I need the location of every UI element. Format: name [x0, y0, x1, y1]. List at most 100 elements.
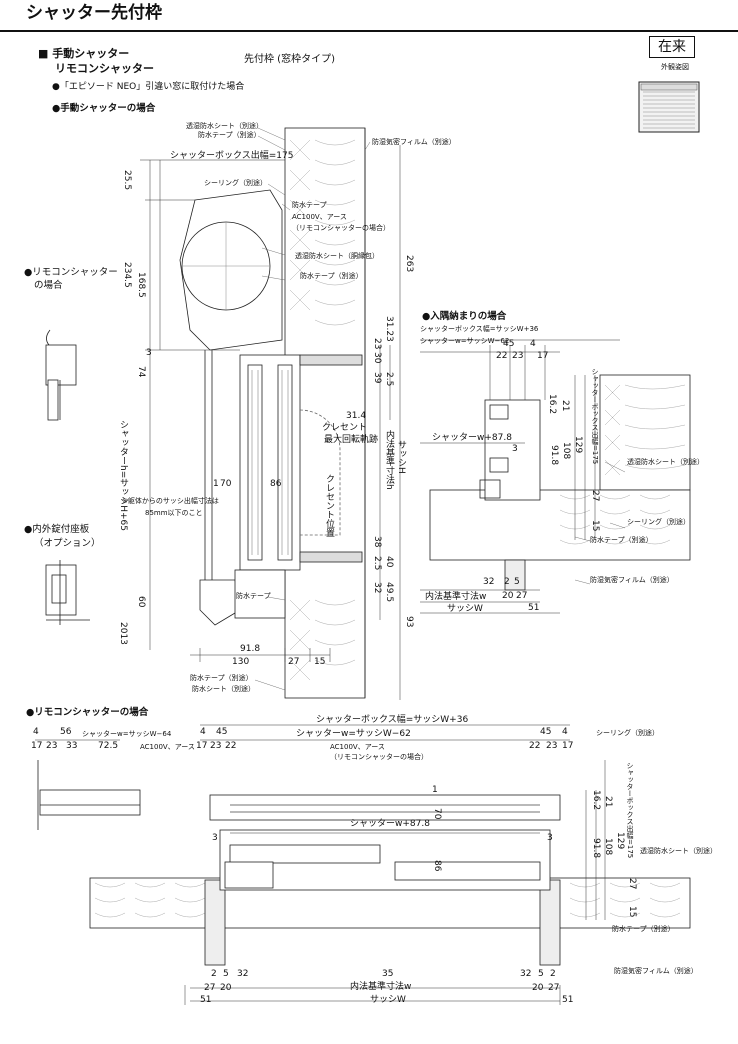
lbl-inner-w: 内法基準寸法w [425, 592, 487, 602]
dim-p20b: 20 [532, 983, 544, 993]
clearance-note2: 85mm以下のこと [145, 509, 203, 517]
lbl-vapor-sheet: 透湿防水シート（別途） [186, 122, 263, 130]
lbl-sealing3: シーリング（別途） [596, 729, 659, 737]
remote-side-note2: の場合 [34, 280, 63, 291]
dim-h86: 86 [270, 479, 282, 489]
dim-c175: シャッターボックス出幅=175 [591, 368, 599, 465]
section-view [140, 127, 401, 700]
dim-h91-8: 91.8 [240, 644, 261, 654]
dim-p2: 2 [211, 969, 217, 979]
dim-p32b: 32 [520, 969, 532, 979]
lbl-sash-w: サッシW [447, 604, 483, 614]
lbl-sealing2: シーリング（別途） [627, 518, 690, 526]
lbl-sealing: シーリング（別途） [204, 179, 267, 187]
dim-p51: 51 [200, 995, 212, 1005]
frame-type: 先付枠 (窓枠タイプ) [244, 54, 335, 65]
dim-60: 60 [136, 596, 146, 608]
dim-c15: 15 [590, 520, 600, 532]
lbl-wp-tape6: 防水テープ（別途） [590, 536, 653, 544]
dim-p70: 70 [432, 808, 442, 820]
dim-93: 93 [404, 616, 414, 628]
lock-note2: （オプション） [34, 538, 101, 549]
lbl-ac100: AC100V、アース [292, 213, 347, 221]
dim-p4: 4 [33, 727, 39, 737]
dim-74: 74 [136, 366, 146, 378]
dim-40: 40 [384, 556, 394, 568]
dim-c51: 51 [528, 603, 540, 613]
dim-p17c: 17 [562, 741, 574, 751]
dim-p2b: 2 [550, 969, 556, 979]
dim-p5: 5 [223, 969, 229, 979]
dim-c4: 4 [530, 339, 536, 349]
dim-p33: 33 [66, 741, 78, 751]
lbl-air-film3: 防湿気密フィルム（別途） [614, 967, 698, 975]
dim-2013: 2013 [118, 622, 128, 645]
lbl-box-width: シャッターボックス幅=サッシW+36 [420, 325, 539, 333]
lbl-wp-tape5: 防水テープ（別途） [190, 674, 253, 682]
lbl-inner-h: 内法基準寸法h [384, 430, 394, 490]
lbl-wp-tape3: 防水テープ（別途） [300, 272, 363, 280]
lbl-ac100c: AC100V、アース [140, 743, 195, 751]
dim-h1: 1 [213, 479, 219, 489]
dim-c27: 27 [590, 490, 600, 502]
lbl-air-film: 防湿気密フィルム（別途） [372, 138, 456, 146]
product-line-manual: ■ 手動シャッター [38, 47, 130, 60]
remote-side-note: ●リモコンシャッター [24, 267, 118, 278]
dim-p4b: 4 [200, 727, 206, 737]
lbl-shutter-w878: シャッターw+87.8 [432, 433, 512, 443]
dim-h15: 15 [314, 657, 326, 667]
dim-c108: 108 [561, 442, 571, 460]
manual-note: ●手動シャッターの場合 [52, 103, 156, 114]
dim-p22b: 22 [529, 741, 541, 751]
dim-p23: 23 [46, 741, 58, 751]
clearance-note: ※躯体からのサッシ出幅寸法は [122, 497, 219, 505]
lbl-crescent: クレセント [322, 423, 368, 433]
dim-c27b: 27 [516, 591, 528, 601]
lbl-shutter-w878b: シャッターw+87.8 [350, 819, 430, 829]
dim-p17b: 17 [196, 741, 208, 751]
lbl-vapor-wrap: 透湿防水シート（胴縁包） [295, 252, 379, 260]
dim-23: 23 [372, 338, 382, 350]
dim-2-5: 2.5 [384, 372, 394, 387]
dim-c5: 5 [514, 577, 520, 587]
lbl-vapor-sheet3: 透湿防水シート（別途） [640, 847, 717, 855]
dim-c32: 32 [483, 577, 495, 587]
remote-plan-note: ●リモコンシャッターの場合 [26, 707, 149, 718]
dim-p27b: 27 [204, 983, 216, 993]
dim-c23: 23 [512, 351, 524, 361]
dim-c129: 129 [573, 436, 583, 454]
lbl-wp-tape4: 防水テープ [236, 592, 271, 600]
lbl-inner-w2: 内法基準寸法w [350, 982, 412, 992]
corner-note: ●入隅納まりの場合 [422, 311, 507, 322]
dim-p1: 1 [432, 785, 438, 795]
page-header: シャッター先付枠 [0, 0, 738, 32]
dim-p15: 15 [627, 906, 637, 918]
dim-168-5: 168.5 [136, 272, 146, 298]
remote-plan-left-detail [37, 760, 141, 830]
dim-p21: 21 [603, 796, 613, 808]
lbl-box-width2: シャッターボックス幅=サッシW+36 [316, 715, 469, 725]
dim-31-4: 31.4 [346, 411, 367, 421]
dim-p3: 3 [212, 833, 218, 843]
product-line-remote: リモコンシャッター [55, 62, 154, 75]
dim-31-23: 31.23 [384, 316, 394, 342]
dim-39: 39 [372, 372, 382, 384]
lbl-vapor-sheet2: 透湿防水シート（別途） [627, 458, 704, 466]
page-title: シャッター先付枠 [26, 3, 162, 23]
exterior-thumbnail [638, 81, 700, 133]
dim-p5b: 5 [538, 969, 544, 979]
dim-p3b: 3 [547, 833, 553, 843]
lbl-box-depth: シャッターボックス出幅=175 [170, 151, 294, 161]
dim-c16-2: 16.2 [547, 394, 557, 415]
dim-c21: 21 [560, 400, 570, 412]
lbl-wp-sheet: 防水シート（別途） [192, 685, 255, 693]
lbl-sash-w2: サッシW [370, 995, 406, 1005]
dim-h70: 70 [220, 479, 232, 489]
dim-p27: 27 [627, 878, 637, 890]
lbl-wp-tape: 防水テープ（別途） [198, 131, 261, 139]
dim-p129: 129 [615, 832, 625, 850]
lbl-shutter-w62b: シャッターw=サッシW−62 [296, 729, 411, 739]
dim-234-5: 234.5 [122, 262, 132, 288]
dim-c17: 17 [537, 351, 549, 361]
